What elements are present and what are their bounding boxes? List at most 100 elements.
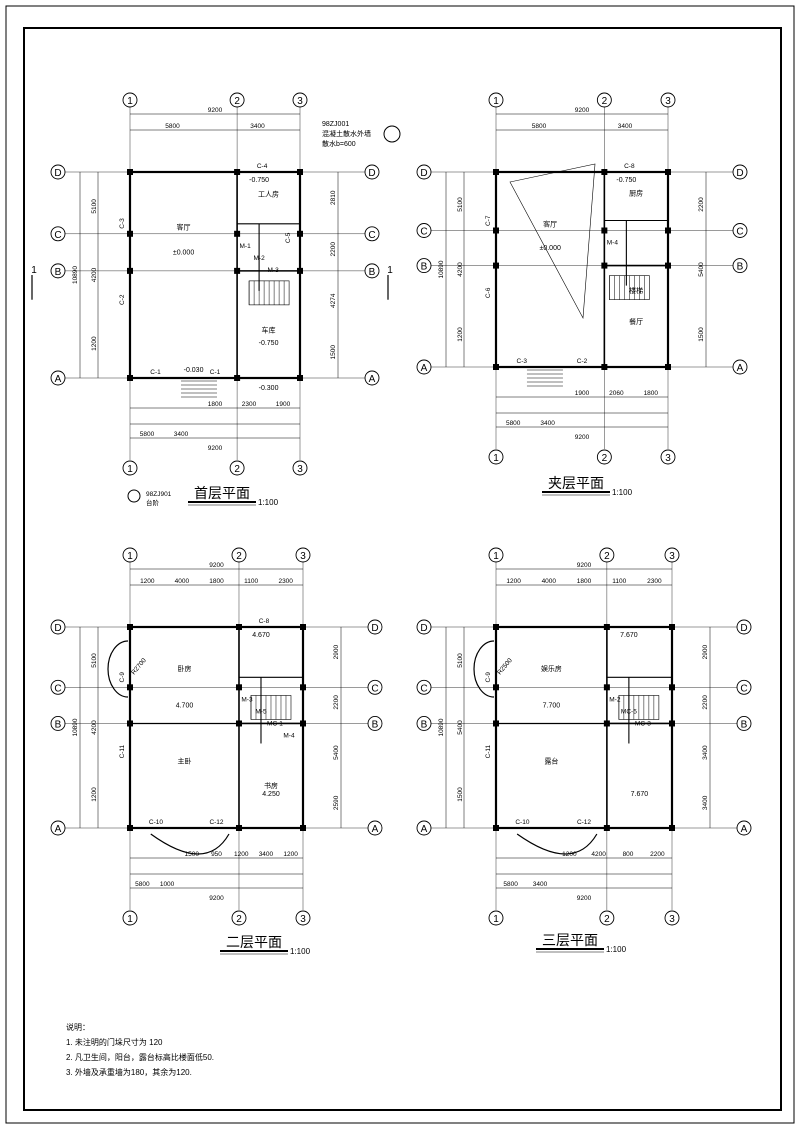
axis-label: 3 — [669, 914, 675, 925]
structural-column — [601, 227, 608, 234]
axis-label: A — [55, 374, 62, 385]
room-name: 餐厅 — [629, 317, 643, 326]
window-tag: C-11 — [119, 744, 126, 758]
plan-scale: 1:100 — [612, 488, 633, 497]
axis-circle — [122, 460, 138, 476]
room-name: 卧房 — [177, 664, 191, 673]
axis-bubble: 2 — [596, 449, 612, 465]
structural-column — [669, 720, 675, 727]
dimension-text: 2810 — [330, 190, 337, 205]
structural-column — [665, 364, 671, 370]
axis-label: 2 — [604, 914, 610, 925]
axis-bubble: C — [50, 226, 66, 242]
axis-label: D — [54, 623, 61, 634]
axis-circle — [660, 449, 676, 465]
axis-bubble: 1 — [488, 449, 504, 465]
level-mark: -0.030 — [184, 367, 204, 374]
level-mark: ±0.000 — [173, 249, 194, 256]
bay-window-curve — [150, 833, 230, 855]
axis-circle — [367, 820, 383, 836]
outer-frame — [5, 5, 795, 1124]
dimension-text: 2300 — [278, 578, 293, 585]
plan-title: 二层平面 — [226, 934, 282, 950]
axis-circle — [292, 460, 308, 476]
structural-column — [601, 262, 608, 269]
axis-circle — [367, 716, 383, 731]
dimension-text: 2200 — [702, 695, 709, 710]
plan-scale: 1:100 — [258, 498, 279, 507]
detail-annotation: 98ZJ901 — [146, 491, 172, 498]
axis-bubble: B — [732, 258, 748, 274]
dimension-text: 5400 — [698, 262, 705, 277]
window-tag: C-1 — [210, 369, 221, 376]
axis-circle — [231, 547, 247, 563]
window-tag: C-9 — [485, 672, 492, 683]
dimension-text: 9200 — [577, 562, 592, 569]
axis-label: B — [421, 262, 428, 273]
axis-circle — [367, 619, 383, 635]
axis-circle — [364, 370, 380, 386]
axis-label: C — [740, 683, 747, 694]
axis-label: D — [420, 623, 427, 634]
dimension-text: 1000 — [160, 881, 175, 888]
axis-label: A — [372, 824, 379, 835]
axis-label: A — [421, 824, 428, 835]
window-tag: C-4 — [257, 163, 268, 170]
dimension-text: 4000 — [175, 578, 190, 585]
axis-bubble: C — [50, 679, 66, 695]
axis-circle — [660, 92, 676, 108]
axis-label: D — [736, 168, 743, 179]
axis-bubble: 2 — [231, 547, 247, 563]
level-mark: 4.700 — [176, 702, 194, 709]
note-item-2: 2. 凡卫生间，阳台，露台标高比楼面低50. — [66, 1053, 215, 1062]
axis-circle — [736, 820, 752, 836]
bay-window-arc — [473, 640, 495, 698]
axis-label: 2 — [604, 551, 610, 562]
axis-bubble: D — [736, 619, 752, 635]
structural-column — [493, 624, 499, 630]
structural-column — [127, 267, 133, 274]
level-mark: -0.750 — [259, 340, 279, 347]
axis-label: C — [736, 227, 743, 238]
structural-column — [297, 267, 303, 274]
axis-bubble: 2 — [229, 92, 245, 108]
axis-label: B — [372, 719, 379, 730]
axis-circle — [488, 547, 504, 563]
axis-circle — [50, 263, 66, 279]
dimension-text: 1200 — [562, 851, 577, 858]
window-tag: C-8 — [624, 163, 635, 170]
dimension-text: 5800 — [135, 881, 150, 888]
dimension-text: 5100 — [457, 197, 464, 212]
axis-circle — [122, 92, 138, 108]
axis-circle — [295, 547, 311, 563]
window-tag: C-6 — [485, 287, 492, 298]
axis-circle — [416, 258, 432, 274]
exterior-wall — [494, 170, 670, 369]
door-tag: MC-3 — [635, 720, 651, 727]
dimension-text: 2060 — [609, 390, 624, 397]
level-mark: 4.250 — [262, 791, 280, 798]
dimension-text: 9200 — [575, 434, 590, 441]
axis-circle — [664, 547, 680, 563]
section-mark: 1 — [31, 265, 37, 276]
axis-circle — [50, 679, 66, 695]
dimension-text: 1500 — [698, 327, 705, 342]
axis-bubble: A — [50, 370, 66, 386]
axis-label: 2 — [602, 96, 608, 107]
axis-bubble: 3 — [292, 92, 308, 108]
dimension-text: 2200 — [650, 851, 665, 858]
structural-column — [493, 169, 499, 175]
axis-bubble: 1 — [122, 910, 138, 926]
door-tag: M-2 — [609, 696, 621, 703]
dimension-text: 9200 — [208, 445, 223, 452]
dimension-text: 9200 — [209, 562, 224, 569]
structural-column — [127, 825, 133, 831]
axis-bubble: C — [416, 679, 432, 695]
structural-column — [300, 825, 306, 831]
axis-bubble: B — [50, 263, 66, 279]
level-mark: ±0.000 — [540, 245, 561, 252]
axis-bubble: 1 — [488, 910, 504, 926]
dimension-text: 1800 — [208, 401, 223, 408]
